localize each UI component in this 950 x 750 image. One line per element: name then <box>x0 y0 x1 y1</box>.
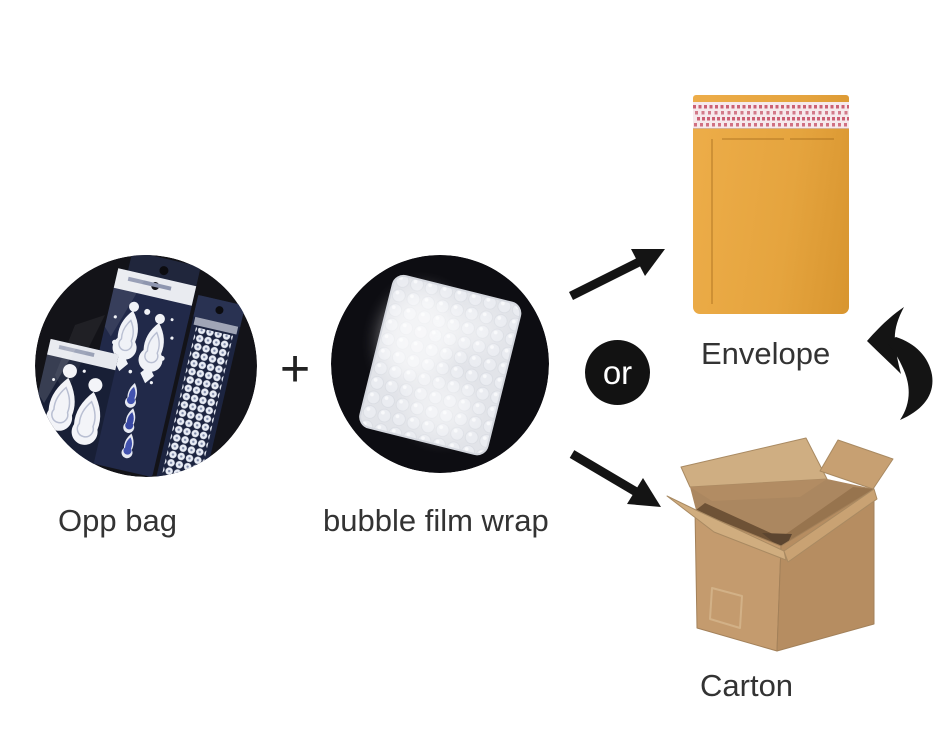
envelope-adhesive-strip <box>693 102 849 129</box>
carton-label: Carton <box>700 668 794 703</box>
or-badge: or <box>585 340 650 405</box>
envelope-liner-line-h2 <box>790 138 834 140</box>
bubble-wrap-graphic <box>331 255 549 473</box>
envelope-liner-line-h1 <box>722 138 784 140</box>
jewelry-bag-middle <box>74 268 197 477</box>
envelope-graphic <box>693 95 849 314</box>
arrow-to-carton-icon <box>569 450 661 507</box>
bubble-film-wrap-label: bubble film wrap <box>323 503 549 538</box>
opp-bag-graphic <box>35 255 257 477</box>
carton-graphic <box>666 437 894 652</box>
curved-arrow-icon <box>867 307 933 420</box>
arrow-to-envelope-icon <box>568 249 665 301</box>
opp-bag-label: Opp bag <box>58 503 177 538</box>
opp-bag-photo <box>35 255 257 477</box>
envelope-label: Envelope <box>701 336 831 371</box>
or-label: or <box>602 353 633 391</box>
jewelry-bag-right <box>156 294 246 477</box>
envelope-liner-line-vertical <box>711 139 713 304</box>
plus-sign: + <box>279 340 311 398</box>
bubble-wrap-photo <box>331 255 549 473</box>
